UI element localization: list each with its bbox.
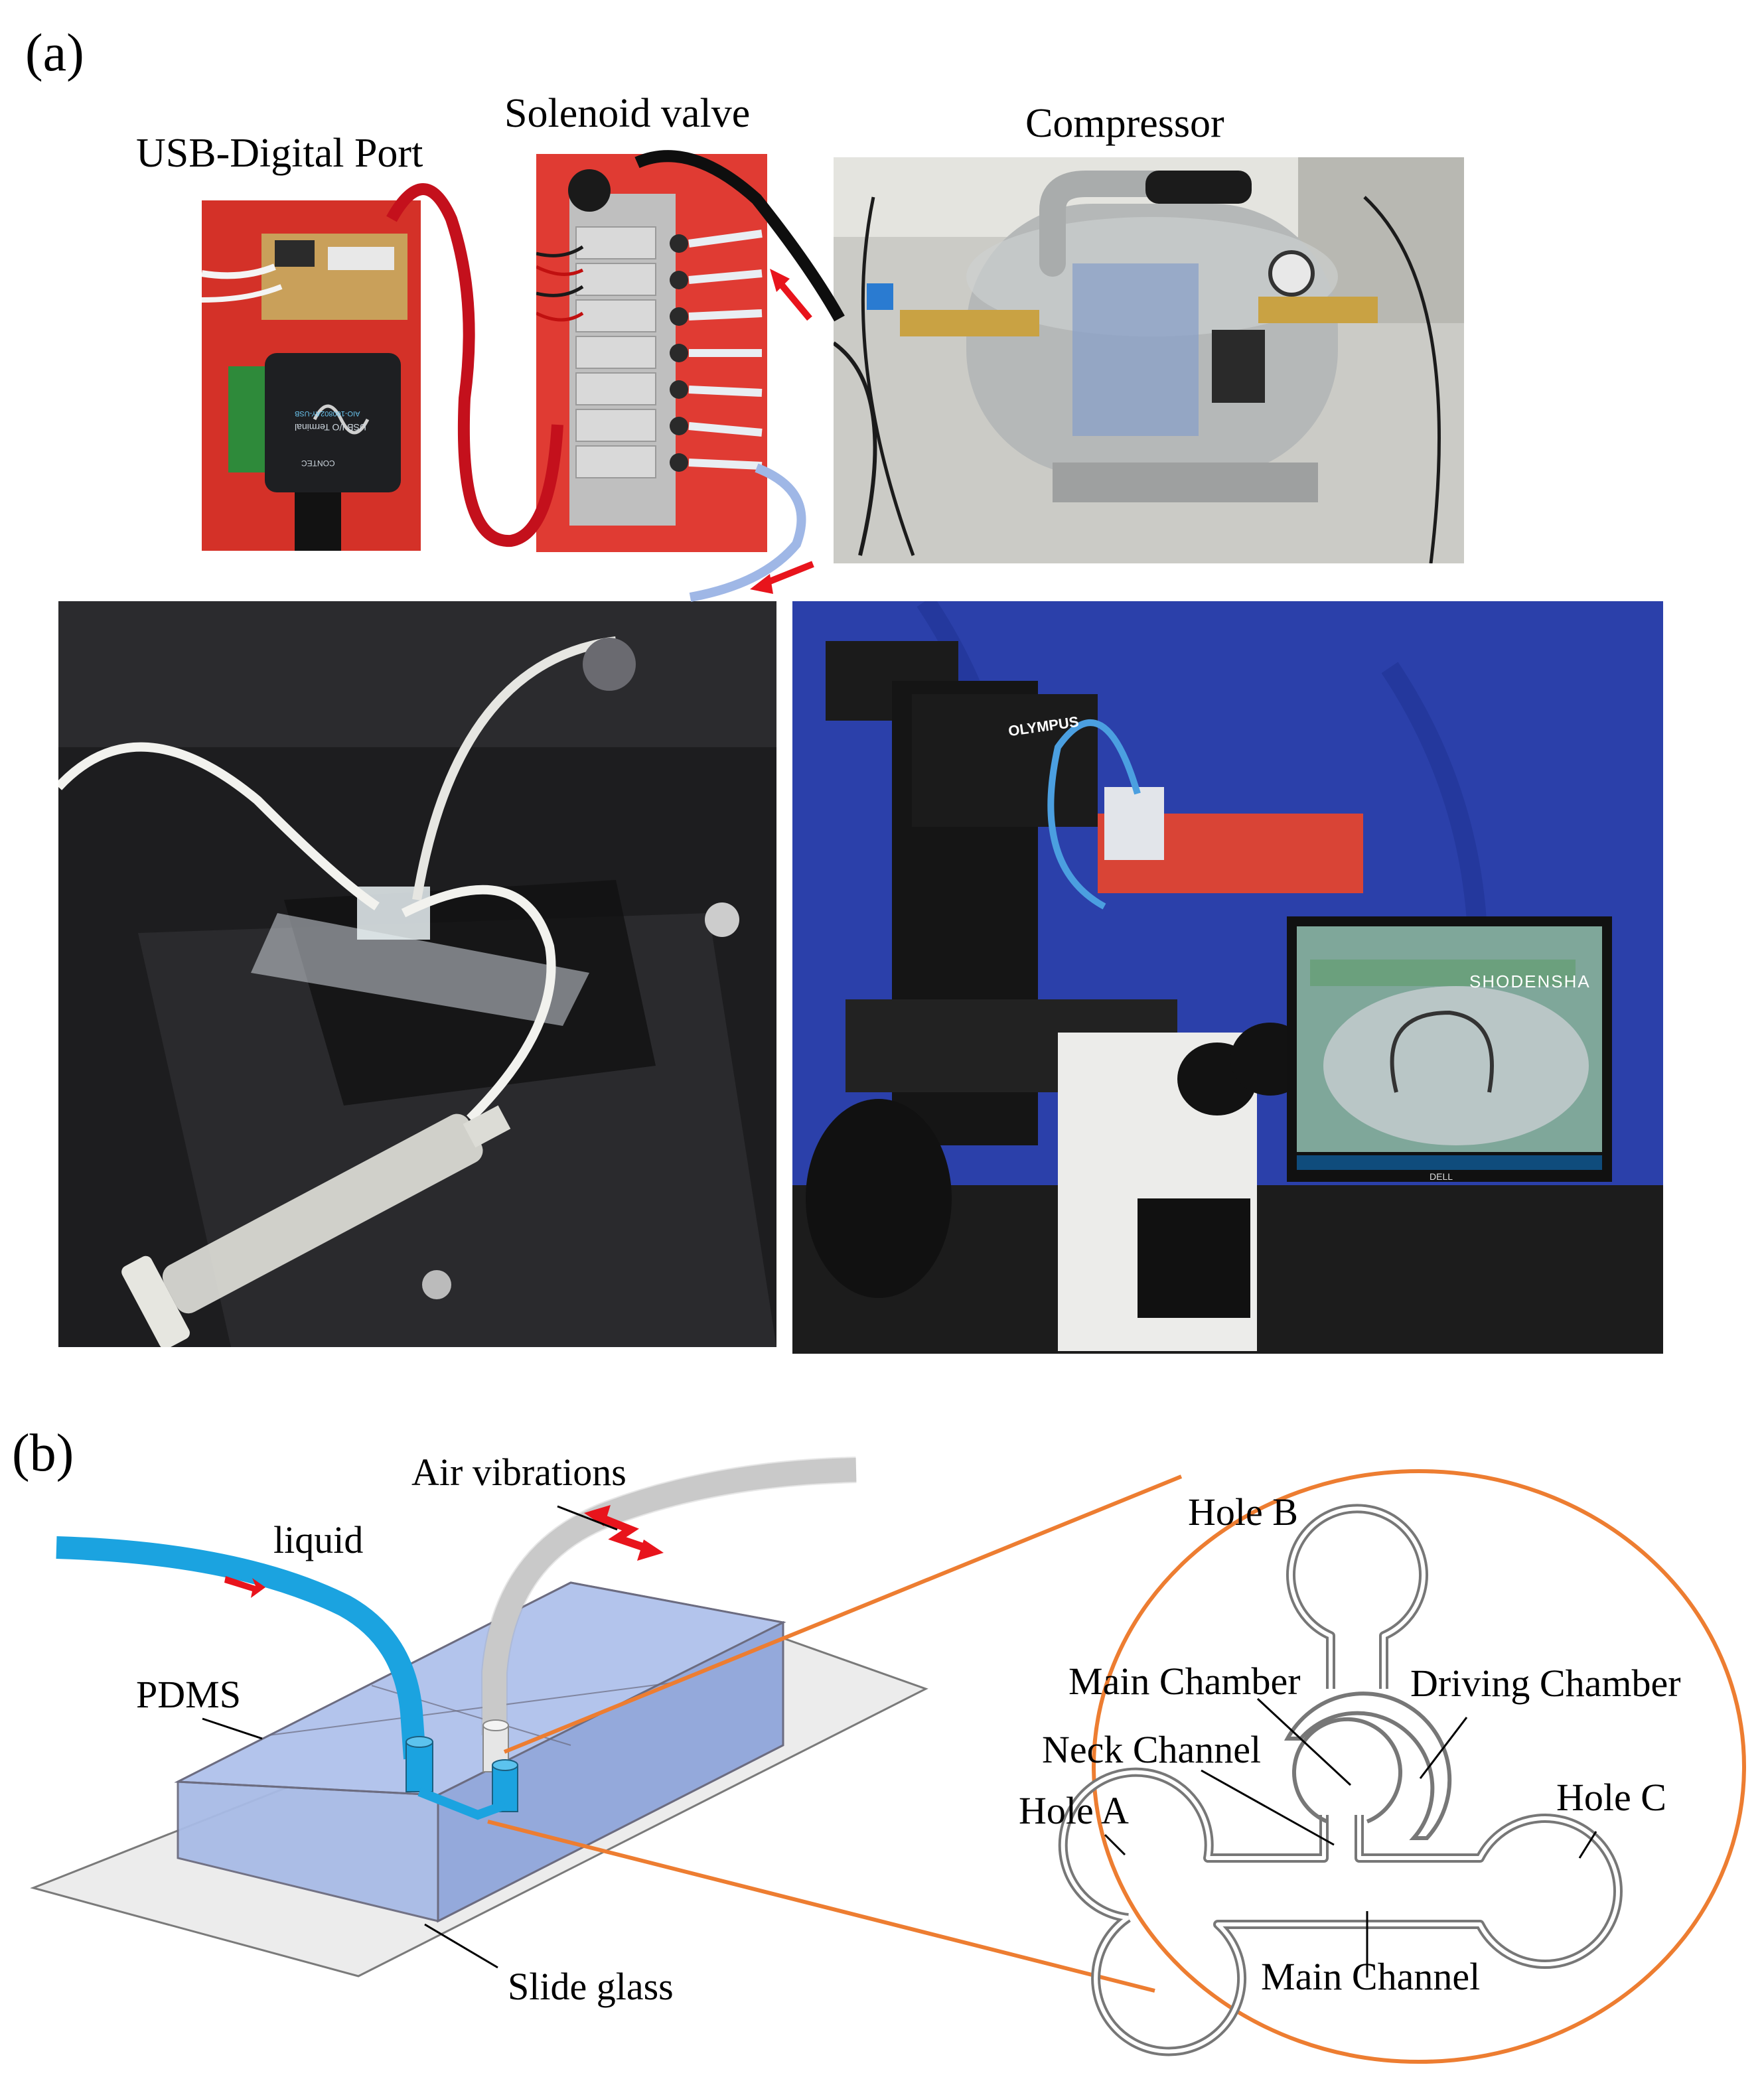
camera [1104,787,1164,860]
driving-chamber-label: Driving Chamber [1410,1662,1681,1705]
solenoid-valve-label: Solenoid valve [504,91,751,136]
dell-brand: DELL [1430,1171,1453,1182]
hole-b-label: Hole B [1188,1490,1298,1534]
hole-a-label: Hole A [1019,1789,1129,1832]
pdms-label: PDMS [136,1673,241,1716]
usb-io-terminal [265,353,401,492]
chip-on-stage-photo [58,601,776,1347]
regulator [1212,330,1265,403]
neck-channel-label: Neck Channel [1042,1728,1262,1771]
blurred-label [1072,263,1199,436]
tube-left [58,742,380,910]
microscope-setup-photo: OLYMPUS SHODENSHA DELL [792,601,1663,1354]
slide-glass-label: Slide glass [508,1965,674,2008]
driving-chamber-outline [1284,1691,1452,1840]
main-chamber-outline [1292,1717,1402,1824]
syringe [162,1113,483,1314]
tube-air [412,636,617,901]
liquid-tube [56,1536,426,1760]
main-chamber-label: Main Chamber [1068,1660,1301,1703]
main-channel-label: Main Channel [1261,1955,1481,1998]
air-arrow [595,1512,652,1553]
liquid-label: liquid [273,1518,364,1561]
zoom-line-bottom [487,1820,1155,1993]
handle [1145,171,1252,204]
shodensha-brand: SHODENSHA [1469,971,1591,991]
liquid-arrow [224,1576,265,1598]
zoom-line-top [503,1474,1183,1754]
hole-c-label: Hole C [1556,1776,1666,1819]
slide-glass [251,913,589,1026]
tube-syringe [401,885,556,1122]
usb-digital-port-label: USB-Digital Port [136,131,423,176]
usb-digital-port-photo: USB I/O Terminal AIO-160802AY-USB CONTEC [202,200,421,551]
compressor-photo [834,157,1464,563]
air-tube [482,1458,857,1735]
liquid-post [405,1741,433,1792]
zoom-ellipse [1092,1469,1746,2064]
panel-a-letter: (a) [25,24,84,82]
air-vibrations-label: Air vibrations [411,1451,626,1494]
compressor-label: Compressor [1025,101,1224,146]
panel-b-letter: (b) [12,1424,74,1482]
pressure-gauge [1268,250,1315,297]
